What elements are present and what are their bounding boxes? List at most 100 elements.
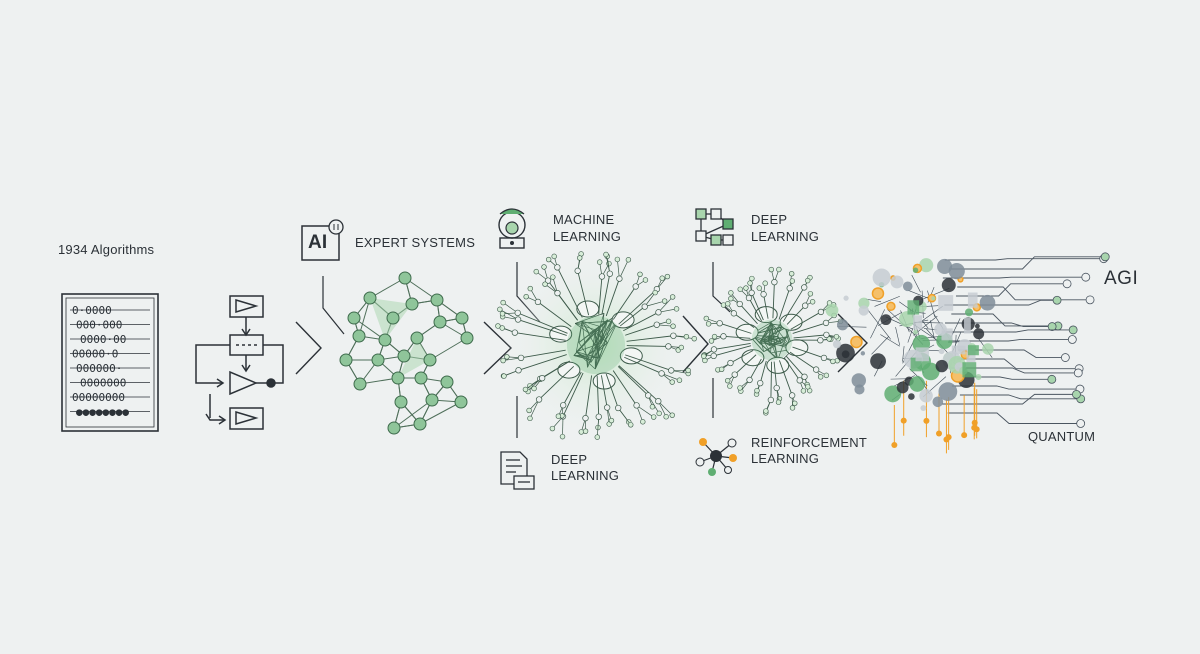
abacus-bead-row: ●●●●●●●● <box>76 406 129 419</box>
cluster-branch <box>783 357 801 381</box>
cluster-core-edge <box>587 354 589 368</box>
cluster-leaf <box>504 354 510 360</box>
cluster-core-edge <box>576 351 592 363</box>
network-node <box>455 311 469 325</box>
network-node <box>387 421 401 435</box>
cluster-branch <box>557 292 578 321</box>
cluster-core-edge <box>777 325 791 361</box>
circuit-trace <box>959 394 1081 400</box>
cluster-leaf <box>673 306 680 312</box>
cluster-leaf <box>711 333 718 340</box>
cluster-core-fill <box>566 315 626 375</box>
cluster-fragment <box>941 328 953 341</box>
cluster-leaf <box>737 286 743 292</box>
cluster-branch <box>585 375 593 419</box>
circuit-trace <box>944 258 1104 261</box>
cluster-node <box>514 309 521 317</box>
ai-box-text: AI <box>308 232 328 253</box>
cluster-leaf <box>663 414 669 420</box>
cluster-core-edge <box>769 337 782 344</box>
circuit-trace <box>941 329 1074 333</box>
cluster-lobe <box>549 325 573 343</box>
abacus-bead-row: 0000000 <box>80 377 126 390</box>
cluster-leaf <box>669 379 675 385</box>
cluster-edge <box>911 274 921 293</box>
cluster-core-edge <box>575 320 583 324</box>
cluster-leaf <box>531 385 537 392</box>
cluster-edge <box>867 309 892 340</box>
cluster-leaf <box>545 256 552 263</box>
label-deep-learning-lower-line1: DEEP <box>551 452 588 467</box>
circuit-node <box>1060 353 1070 362</box>
cluster-node <box>736 300 743 308</box>
cluster-branch <box>617 366 649 396</box>
cluster-branch <box>730 350 754 364</box>
cluster-node <box>655 309 662 316</box>
cluster-node <box>731 371 738 378</box>
cluster-leaf <box>665 318 672 325</box>
cluster-leaf <box>805 384 811 390</box>
cluster-leaf <box>762 280 768 286</box>
cluster-node <box>514 316 522 323</box>
cluster-particle <box>919 258 934 273</box>
cluster-particle <box>843 295 849 301</box>
cluster-branch <box>733 312 755 328</box>
cluster-branch <box>792 322 827 334</box>
cluster-leaf <box>533 268 539 275</box>
cluster-node <box>632 283 639 290</box>
cluster-twig <box>658 296 673 313</box>
brain-gear-icon <box>498 208 526 249</box>
cluster-twig <box>658 400 673 416</box>
network-node <box>454 395 468 409</box>
cluster-branch <box>605 278 620 317</box>
cluster-core-edge <box>601 317 614 344</box>
circuit-node <box>1052 295 1062 305</box>
cluster-particle <box>898 311 916 328</box>
cluster-twig <box>596 416 600 438</box>
cluster-edge <box>880 334 900 347</box>
circuit-trace <box>942 276 1086 279</box>
cluster-edge <box>865 298 882 303</box>
cluster-fragment <box>951 345 966 355</box>
cluster-leaf <box>541 264 547 270</box>
cluster-node <box>822 319 830 327</box>
cluster-branch <box>618 365 659 402</box>
cluster-particle <box>938 382 958 401</box>
quantum-dot <box>936 430 943 437</box>
deep-learning-network <box>701 266 844 416</box>
network-node <box>460 331 474 345</box>
cluster-particle <box>975 374 982 381</box>
cluster-core-edge <box>771 324 773 340</box>
cluster-node <box>730 310 737 317</box>
cluster-leaf <box>725 301 731 307</box>
cluster-branch <box>790 311 822 330</box>
abacus-icon: 0·0000000·0000000·0000000·0000000·000000… <box>61 293 159 432</box>
cluster-node <box>812 366 820 373</box>
abacus-bead-row: 000000· <box>76 362 122 375</box>
label-reinforcement-learning-line2: LEARNING <box>751 451 820 466</box>
cluster-leaf <box>550 274 556 280</box>
cluster-core-edge <box>587 344 598 356</box>
abacus-bead-row: 00000000 <box>72 391 125 404</box>
label-deep-learning-upper-line1: DEEP <box>751 212 788 227</box>
cluster-node <box>786 285 793 292</box>
network-node <box>440 375 454 389</box>
cluster-core-edge <box>581 320 600 327</box>
cluster-particle <box>932 396 944 408</box>
flowchart-process-box <box>229 334 264 356</box>
cluster-node <box>658 370 665 377</box>
cluster-core-edge <box>601 319 609 344</box>
cluster-node <box>746 376 753 384</box>
cluster-leaf <box>614 256 621 263</box>
machine-learning-network <box>495 251 697 440</box>
cluster-branch <box>749 358 762 381</box>
cluster-leaf <box>737 385 743 391</box>
cluster-twig <box>644 300 665 307</box>
cluster-particle <box>836 319 849 331</box>
circuit-node <box>1100 252 1110 262</box>
quantum-particle <box>871 287 885 300</box>
network-facet <box>398 338 430 378</box>
cluster-node <box>653 321 660 328</box>
cluster-branch <box>601 273 611 315</box>
cluster-leaf <box>749 275 755 282</box>
